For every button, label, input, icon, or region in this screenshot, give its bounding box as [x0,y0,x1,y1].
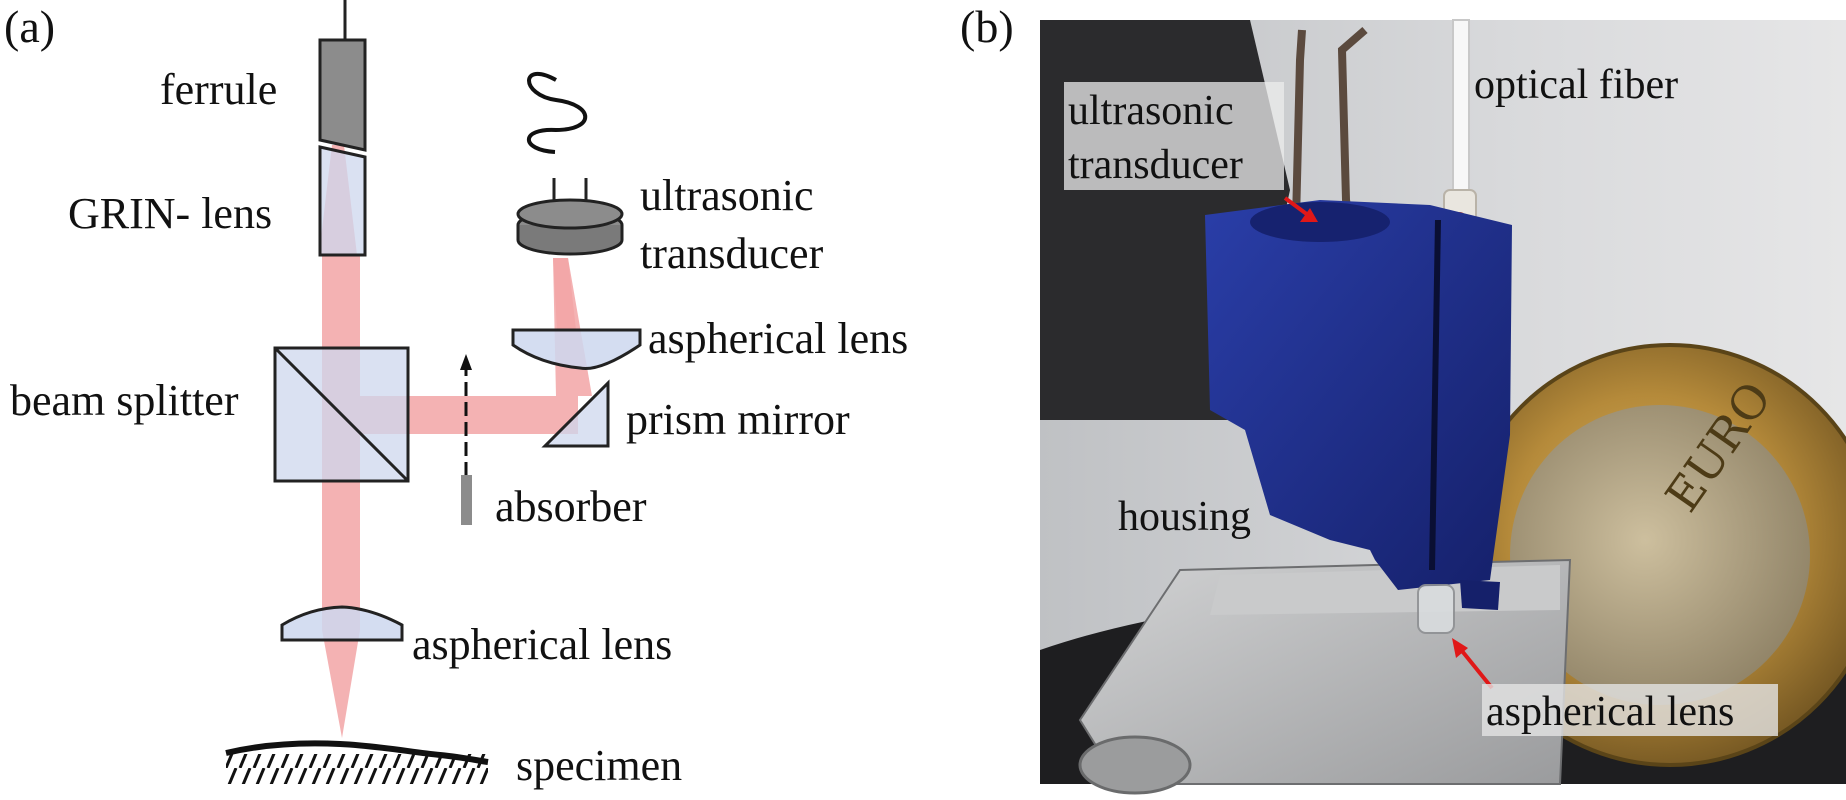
label-box-transducer [1064,82,1284,190]
lens-tube [1417,584,1455,634]
grin-lens-shape [318,145,367,257]
aspherical-lens-lower [280,605,404,642]
label-optical-fiber: optical fiber [1474,62,1678,108]
label-absorber: absorber [495,482,647,531]
ferrule-shape [318,38,367,152]
panel-a-tag: (a) [4,1,55,52]
beam-transducer-cone [553,258,576,330]
ultrasonic-transducer-a [516,72,624,256]
housing-body [1205,200,1512,610]
label-specimen: specimen [516,741,682,790]
absorber-shutter [460,354,472,525]
arrow-aspherical-lens [1452,638,1494,690]
hex-screw [1078,735,1192,795]
arrow-transducer [1283,196,1318,222]
label-ferrule: ferrule [160,65,277,114]
label-transducer-b-line2: transducer [1068,142,1243,188]
optical-fiber-b [1452,19,1470,201]
panel-a: (a) ferrule GRIN- lens beam splitter [4,0,908,790]
label-box-aspherical [1482,684,1778,736]
beam-focus-specimen [322,630,360,738]
label-housing: housing [1118,494,1251,540]
beam-splitter-cube [273,346,410,483]
panel-b-tag: (b) [960,1,1014,52]
signal-wave-icon [526,72,588,154]
panel-b: (b) EURO [960,1,1846,795]
label-aspherical-lens-lower: aspherical lens [412,620,672,669]
label-transducer-a-line2: transducer [640,229,824,278]
label-aspherical-lens-upper: aspherical lens [648,314,908,363]
label-transducer-b-line1: ultrasonic [1068,88,1234,134]
aspherical-lens-upper [511,328,642,371]
specimen-surface [225,740,489,784]
label-grin-lens: GRIN- lens [68,189,272,238]
label-transducer-a-line1: ultrasonic [640,171,814,220]
prism-mirror-shape [541,379,610,448]
label-aspherical-lens-b: aspherical lens [1486,689,1734,735]
label-beam-splitter: beam splitter [10,376,239,425]
label-prism-mirror: prism mirror [626,395,850,444]
